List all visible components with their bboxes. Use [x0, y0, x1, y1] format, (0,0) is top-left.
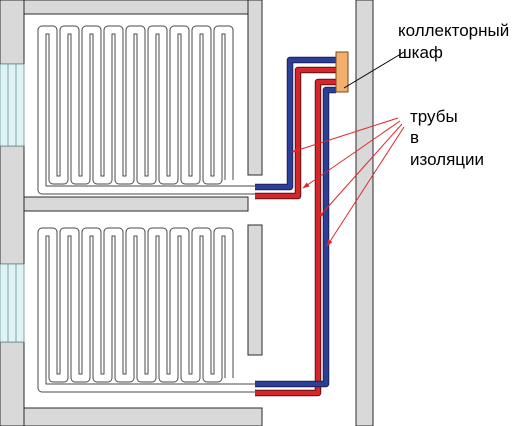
arrow-4: [326, 126, 405, 247]
left-wall-top: [0, 0, 25, 65]
interior-wall-bottom-right: [247, 224, 263, 356]
floor-slab-lower: [23, 407, 263, 426]
arrow-2: [302, 120, 401, 189]
pipes-label-line1: трубы: [410, 107, 458, 126]
interior-wall-top-right: [247, 0, 263, 176]
window-bottom: [0, 263, 25, 343]
pipes-in-insulation: [255, 56, 336, 397]
floor-slab-middle: [23, 196, 249, 212]
arrow-3: [317, 123, 403, 219]
building-walls: [0, 0, 374, 426]
cabinet-leader-line: [343, 51, 405, 89]
windows: [0, 63, 25, 343]
heating-loop-lower-inner: [38, 228, 255, 392]
exterior-wall-right: [355, 0, 374, 426]
collector-cabinet-icon: [335, 51, 349, 93]
arrow-1: [291, 117, 399, 153]
heating-loop-upper-inner: [38, 26, 255, 194]
pipes-label-line2: в: [410, 128, 419, 147]
window-top: [0, 63, 25, 147]
floor-slab-upper-top: [23, 0, 249, 15]
pointer-arrows: [291, 117, 405, 247]
pipes-label-line3: изоляции: [410, 150, 484, 169]
left-wall-bottom: [0, 341, 25, 426]
left-wall-middle: [0, 145, 25, 265]
cabinet-label-line2: шкаф: [398, 43, 443, 62]
cabinet-label-line1: коллекторный: [398, 21, 509, 40]
